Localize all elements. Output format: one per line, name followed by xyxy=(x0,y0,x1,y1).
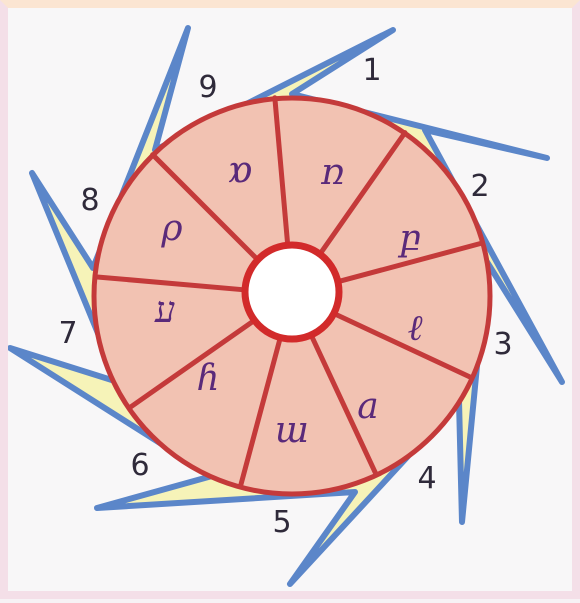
star-number-1: 1 xyxy=(362,53,381,88)
wheel-letter-4: ℓ xyxy=(408,308,423,349)
star-number-9: 9 xyxy=(198,70,217,105)
star-number-6: 6 xyxy=(130,448,149,483)
star-number-7: 7 xyxy=(58,316,77,351)
wheel-letter-8: ע xyxy=(154,290,175,331)
wheel-hub xyxy=(245,245,339,339)
star-number-4: 4 xyxy=(417,461,436,496)
wheel-letter-6: ɯ xyxy=(275,410,309,451)
wheel-letter-3: բ xyxy=(397,218,421,259)
star-number-3: 3 xyxy=(493,327,512,362)
wheel-letter-1: ɒ xyxy=(228,150,252,191)
wheel-letter-7: ɦ xyxy=(196,358,219,399)
star-number-8: 8 xyxy=(80,183,99,218)
star-number-5: 5 xyxy=(272,505,291,540)
wheel-letter-2: ռ xyxy=(320,152,345,193)
star-number-2: 2 xyxy=(470,169,489,204)
wheel-letter-5: a xyxy=(357,386,378,427)
wheel-letter-9: ρ xyxy=(160,208,182,249)
